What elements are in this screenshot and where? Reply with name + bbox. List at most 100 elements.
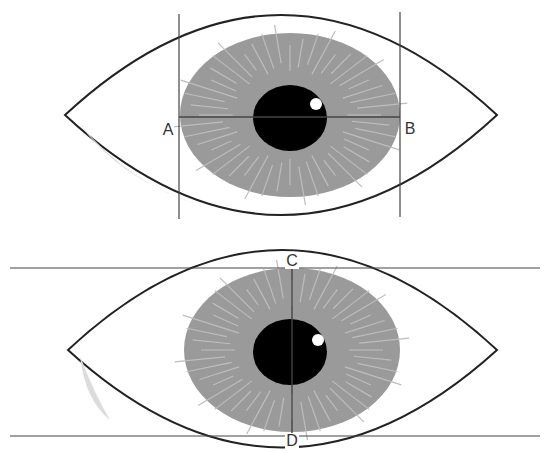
bottom-eye bbox=[10, 250, 540, 448]
iris-ray bbox=[277, 260, 284, 299]
iris-ray bbox=[247, 289, 259, 305]
iris-ray bbox=[314, 266, 337, 309]
iris-ray bbox=[289, 159, 290, 185]
iris-ray bbox=[328, 153, 362, 187]
iris-ray bbox=[264, 400, 275, 431]
iris-ray bbox=[279, 398, 284, 427]
iris-ray bbox=[185, 127, 230, 136]
iris-ray bbox=[247, 392, 261, 411]
iris-ray bbox=[355, 128, 395, 136]
highlight bbox=[310, 98, 322, 110]
iris-ray bbox=[298, 39, 303, 68]
iris-ray bbox=[262, 34, 274, 69]
iris-ray bbox=[211, 141, 231, 150]
iris-ray bbox=[306, 161, 318, 196]
iris-ray bbox=[343, 132, 399, 150]
guide-line bbox=[10, 267, 540, 268]
iris-ray bbox=[345, 367, 401, 385]
iris-ray bbox=[245, 157, 259, 176]
point-label: A bbox=[162, 122, 175, 138]
iris-ray bbox=[183, 315, 239, 333]
iris-ray bbox=[200, 367, 240, 380]
iris-ray bbox=[213, 315, 238, 326]
iris-ray bbox=[352, 121, 389, 125]
eye-outline bbox=[68, 250, 497, 448]
guide-line bbox=[399, 12, 400, 217]
iris-ray bbox=[349, 349, 383, 350]
iris-ray bbox=[213, 376, 233, 385]
iris-ray bbox=[175, 357, 225, 362]
iris-rays bbox=[175, 260, 410, 440]
iris-ray bbox=[344, 139, 369, 150]
iris-ray bbox=[349, 80, 369, 89]
iris-ray bbox=[357, 363, 397, 371]
iris-ray bbox=[277, 163, 282, 192]
iris-ray bbox=[198, 379, 242, 405]
iris-ray bbox=[321, 54, 335, 73]
iris bbox=[180, 33, 400, 197]
iris-ray bbox=[340, 60, 384, 86]
iris-ray bbox=[264, 269, 276, 304]
iris-ray bbox=[324, 160, 336, 176]
iris-ray bbox=[345, 321, 385, 334]
pupil bbox=[253, 319, 327, 385]
iris-ray bbox=[314, 391, 330, 421]
point-label: D bbox=[285, 433, 299, 449]
iris-ray bbox=[299, 167, 306, 206]
iris-ray bbox=[326, 395, 338, 411]
pupil bbox=[253, 85, 327, 151]
iris-ray bbox=[275, 25, 282, 64]
iris-ray bbox=[308, 396, 320, 431]
iris-rays bbox=[173, 25, 408, 205]
lid-shade bbox=[78, 122, 200, 205]
iris-ray bbox=[350, 93, 395, 102]
point-label: C bbox=[285, 253, 299, 269]
iris-ray bbox=[323, 289, 337, 308]
iris-ray bbox=[289, 45, 290, 71]
iris-ray bbox=[185, 93, 225, 101]
iris-ray bbox=[196, 144, 240, 170]
guide-line bbox=[10, 435, 540, 436]
lid-shade bbox=[80, 356, 110, 420]
iris-ray bbox=[199, 114, 233, 115]
iris-ray bbox=[173, 122, 223, 127]
iris-ray bbox=[201, 349, 235, 350]
iris-ray bbox=[262, 165, 273, 196]
iris-ray bbox=[181, 80, 237, 98]
iris-ray bbox=[346, 374, 371, 385]
iris-ray bbox=[247, 391, 270, 434]
iris-ray bbox=[342, 295, 386, 321]
iris-ray bbox=[312, 31, 335, 74]
eye-outline bbox=[65, 15, 497, 215]
top-eye bbox=[65, 12, 497, 219]
iris-ray bbox=[254, 279, 270, 309]
iris-ray bbox=[245, 54, 257, 70]
iris-ray bbox=[312, 156, 328, 186]
measure-line bbox=[179, 116, 400, 117]
iris-ray bbox=[359, 338, 409, 343]
iris-ray bbox=[354, 356, 391, 360]
iris-ray bbox=[330, 388, 364, 422]
iris-ray bbox=[309, 269, 320, 300]
iris-ray bbox=[351, 315, 371, 324]
iris-ray bbox=[218, 43, 252, 77]
highlight bbox=[312, 334, 324, 346]
iris-ray bbox=[211, 80, 236, 91]
iris-ray bbox=[300, 274, 305, 303]
iris-ray bbox=[347, 114, 381, 115]
iris-ray bbox=[301, 402, 308, 441]
iris-ray bbox=[198, 132, 238, 145]
iris-ray bbox=[187, 362, 232, 371]
iris-ray bbox=[343, 86, 383, 99]
iris-ray bbox=[245, 156, 268, 199]
iris-ray bbox=[252, 44, 268, 74]
iris-ray bbox=[193, 340, 230, 344]
iris-ray bbox=[307, 34, 318, 65]
point-label: B bbox=[404, 121, 417, 137]
iris-ray bbox=[191, 105, 228, 109]
iris-ray bbox=[187, 328, 227, 336]
iris-ray bbox=[352, 328, 397, 337]
measure-line bbox=[291, 268, 292, 436]
iris-ray bbox=[220, 278, 254, 312]
